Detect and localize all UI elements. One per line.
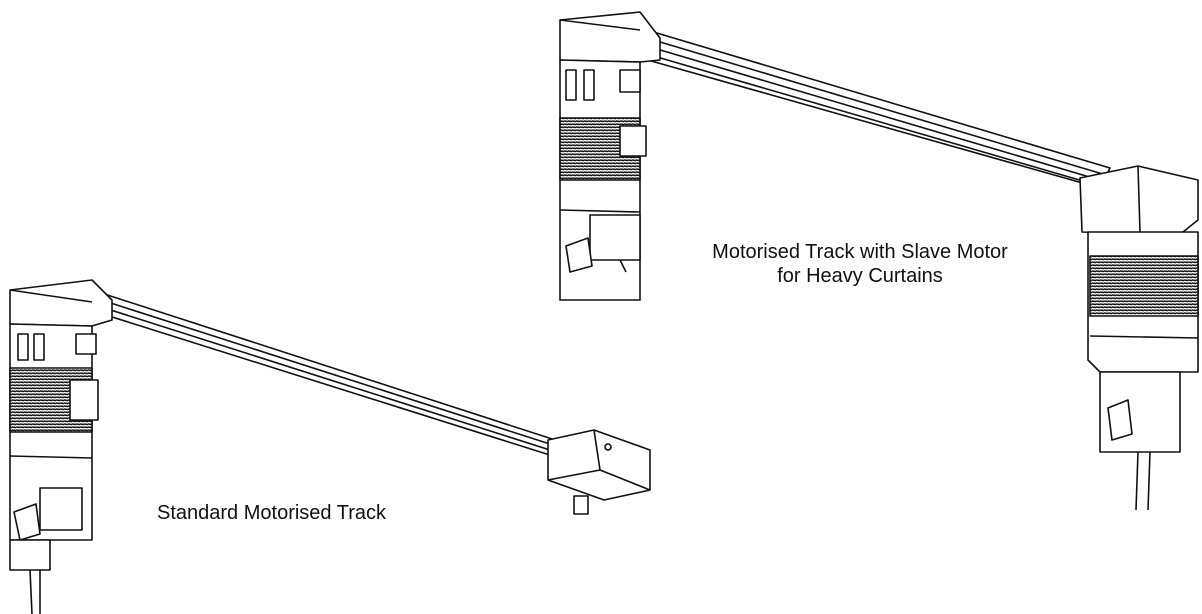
upper-rail	[629, 27, 1111, 189]
lower-motor	[9, 279, 113, 614]
slave-motor-track-assembly	[559, 11, 1199, 511]
lower-rail	[89, 289, 581, 463]
rail-end-cap	[547, 429, 651, 515]
slave-motor-track-label: Motorised Track with Slave Motor for Hea…	[650, 240, 1070, 288]
slave-label-line-1: Motorised Track with Slave Motor	[712, 241, 1008, 263]
upper-left-motor	[559, 11, 661, 301]
standard-track-assembly	[9, 279, 651, 614]
standard-track-label: Standard Motorised Track	[157, 502, 386, 524]
slave-label-line-2: for Heavy Curtains	[777, 265, 943, 287]
upper-right-slave-motor	[1079, 165, 1199, 511]
